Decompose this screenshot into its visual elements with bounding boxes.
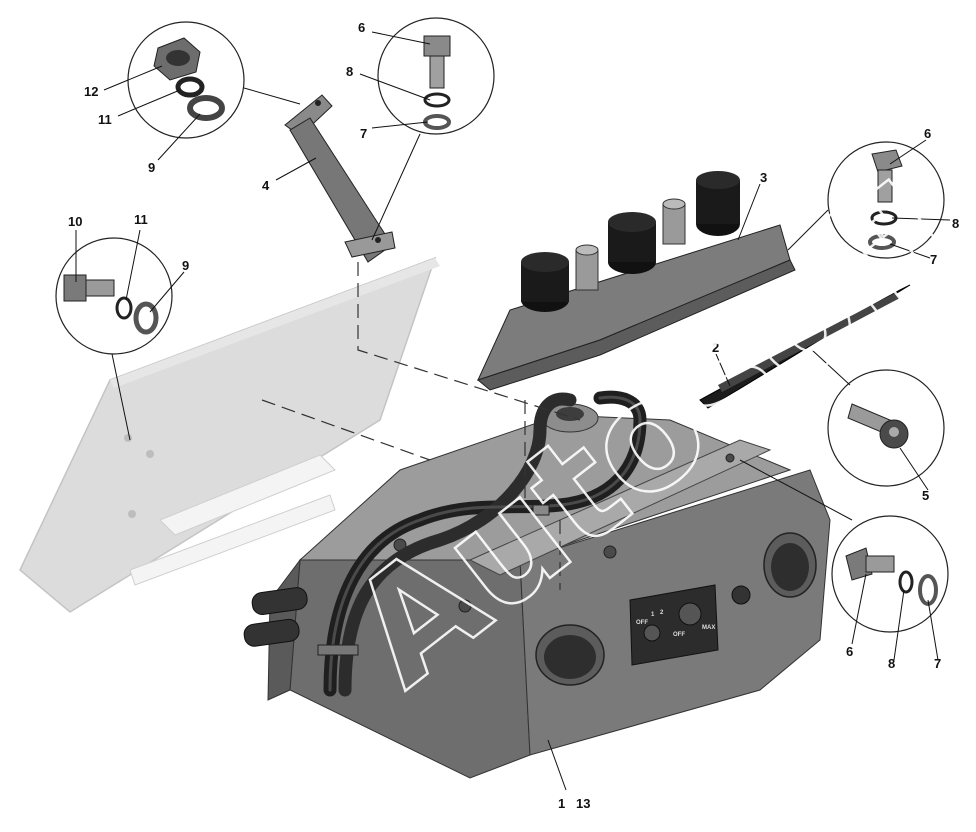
control-off-left-label: OFF xyxy=(636,620,648,626)
detail-circle-bolt-top xyxy=(371,17,495,241)
callout-8-right-top: 8 xyxy=(952,216,959,231)
callout-2: 2 xyxy=(712,340,719,355)
callout-6-right-bottom: 6 xyxy=(846,644,853,659)
detail-circle-screw xyxy=(811,349,945,487)
callout-7-top: 7 xyxy=(360,126,367,141)
bracket-part-4 xyxy=(284,94,396,263)
callout-8-top: 8 xyxy=(346,64,353,79)
coolant-hoses xyxy=(243,390,647,697)
control-off-right-label: OFF xyxy=(673,632,685,638)
callout-leaders xyxy=(75,31,951,791)
control-pos2-label: 2 xyxy=(660,610,664,616)
callout-8-right-bottom: 8 xyxy=(888,656,895,671)
manifold-part-3 xyxy=(476,171,796,391)
callout-13: 13 xyxy=(576,796,590,811)
callout-12: 12 xyxy=(84,84,98,99)
callout-7-right-bottom: 7 xyxy=(934,656,941,671)
callout-1: 1 xyxy=(558,796,565,811)
callout-6-top: 6 xyxy=(358,20,365,35)
control-pos1-label: 1 xyxy=(651,612,655,618)
callout-11-left: 11 xyxy=(134,212,148,227)
callout-7-right-top: 7 xyxy=(930,252,937,267)
callout-4: 4 xyxy=(262,178,270,193)
callout-labels: 12 11 9 6 8 7 4 10 11 9 3 6 8 7 2 5 6 8 … xyxy=(68,20,959,811)
assembly-lines xyxy=(261,262,581,590)
callout-6-right-top: 6 xyxy=(924,126,931,141)
callout-9-left: 9 xyxy=(182,258,189,273)
seal-strip-part-2 xyxy=(699,284,911,409)
callout-10: 10 xyxy=(68,214,82,229)
control-max-label: MAX xyxy=(702,625,715,631)
detail-circle-bolt-right-bottom xyxy=(739,459,949,633)
detail-circle-bolt-left xyxy=(55,237,173,441)
callout-5: 5 xyxy=(922,488,929,503)
callout-9-top: 9 xyxy=(148,160,155,175)
callout-11-top: 11 xyxy=(98,112,112,127)
detail-circle-nut-washers xyxy=(127,21,301,139)
callout-3: 3 xyxy=(760,170,767,185)
